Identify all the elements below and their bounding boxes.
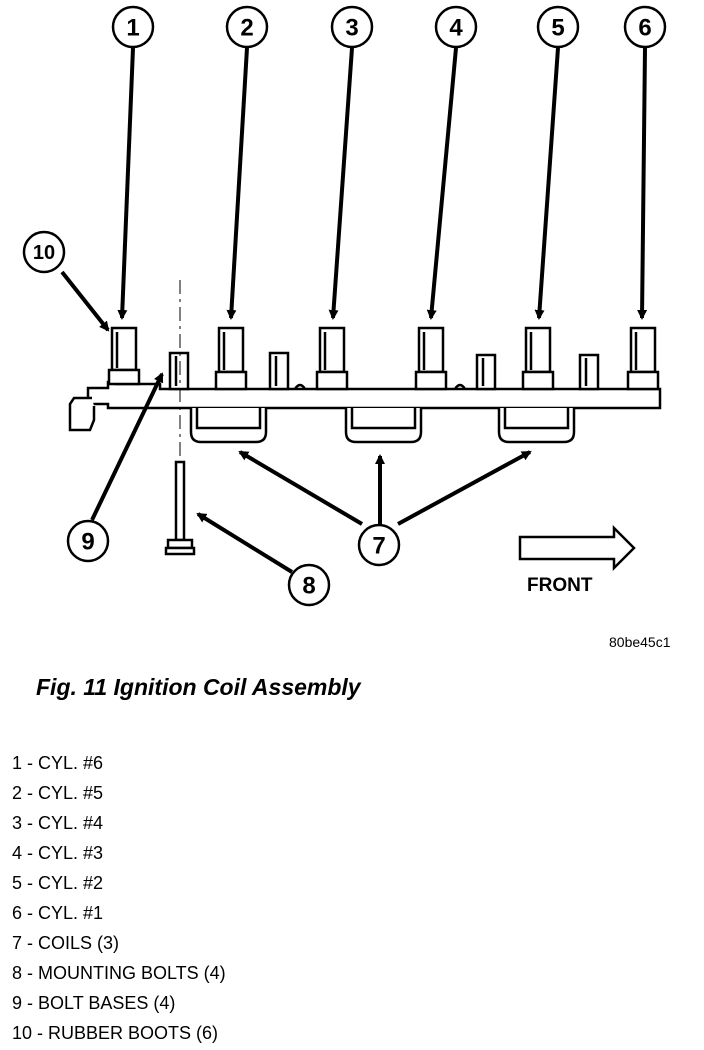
rubber-boot-3 — [315, 326, 349, 391]
coil-housings — [189, 408, 576, 444]
legend-item: 5 - CYL. #2 — [12, 873, 104, 893]
legend-item: 3 - CYL. #4 — [12, 813, 104, 833]
callout-circles — [22, 5, 667, 607]
callout-9: 9 — [81, 529, 94, 556]
bolt-base-2 — [268, 351, 290, 391]
legend-item: 8 - MOUNTING BOLTS (4) — [12, 963, 226, 983]
rubber-boot-1 — [107, 326, 141, 386]
callout-10: 10 — [33, 242, 55, 264]
figure-code: 80be45c1 — [609, 634, 671, 650]
legend-item: 6 - CYL. #1 — [12, 903, 104, 923]
mounting-bolt — [164, 460, 196, 556]
callout-7: 7 — [372, 533, 385, 560]
ignition-coil-diagram: 1 2 3 4 5 6 7 8 9 10 FRONT 80be45c1 — [22, 5, 671, 650]
rubber-boot-6 — [626, 326, 660, 391]
callout-2: 2 — [240, 15, 253, 42]
front-label: FRONT — [527, 575, 593, 596]
bolt-base-3 — [475, 353, 497, 391]
rubber-boot-5 — [521, 326, 555, 391]
rubber-boots — [107, 326, 660, 391]
callout-6: 6 — [638, 15, 651, 42]
legend-item: 2 - CYL. #5 — [12, 783, 104, 803]
callout-5: 5 — [551, 15, 564, 42]
callout-3: 3 — [345, 15, 358, 42]
callout-1: 1 — [126, 15, 139, 42]
callout-4: 4 — [449, 15, 463, 42]
leader-arrows — [60, 47, 648, 574]
rubber-boot-2 — [214, 326, 248, 391]
callout-8: 8 — [302, 573, 315, 600]
legend-item: 4 - CYL. #3 — [12, 843, 104, 863]
figure-caption: Fig. 11 Ignition Coil Assembly — [36, 674, 361, 700]
legend-item: 7 - COILS (3) — [12, 933, 120, 953]
bolt-bases — [168, 351, 600, 391]
front-arrow-icon — [518, 524, 636, 572]
rubber-boot-4 — [414, 326, 448, 391]
legend-list: 1 - CYL. #6 2 - CYL. #5 3 - CYL. #4 4 - … — [12, 748, 226, 1048]
bolt-base-1 — [168, 351, 190, 391]
legend-item: 10 - RUBBER BOOTS (6) — [12, 1023, 219, 1043]
legend-item: 1 - CYL. #6 — [12, 753, 104, 773]
legend-item: 9 - BOLT BASES (4) — [12, 993, 176, 1013]
bolt-base-4 — [578, 353, 600, 391]
